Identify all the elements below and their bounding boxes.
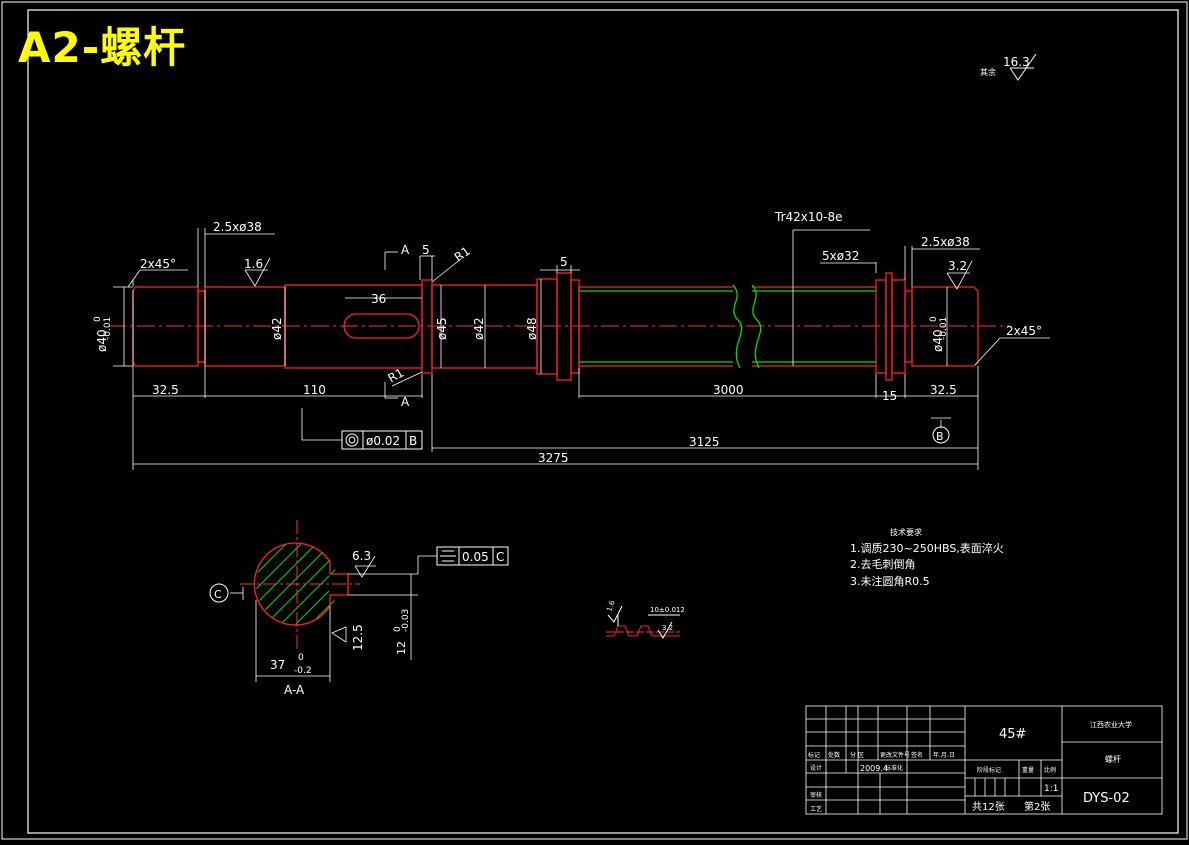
title-block-text: 45# 江西农业大学 螺杆 DYS-02 标记 处数 分 区 更改文件号 签名 …	[808, 720, 1132, 813]
symmetry-icon	[440, 550, 456, 562]
datum-b: B	[932, 426, 950, 444]
tech-heading: 技术要求	[890, 527, 922, 537]
dim-dia-40-left: ø40	[95, 329, 109, 352]
thread-seg	[578, 286, 876, 367]
dim-tol-lower-right: -0.01	[939, 317, 949, 340]
section-depth-upper: 0	[298, 653, 304, 663]
dim-len-3275: 3275	[538, 451, 569, 465]
tb-sheets-total: 共12张	[972, 801, 1005, 813]
global-roughness: 其余 16.3	[980, 53, 1037, 81]
tb-sign-year: 2009.4	[860, 764, 888, 773]
tb-drawing-no: DYS-02	[1083, 791, 1130, 806]
thread-detail: 1.6 10±0.012 3.2	[605, 599, 685, 639]
dim-groove-mid: 5xø32	[822, 249, 859, 263]
dim-len-15: 15	[882, 389, 897, 403]
global-roughness-value: 16.3	[1003, 55, 1030, 69]
dim-dia-42a: ø42	[270, 317, 284, 340]
sym-value: 0.05	[462, 550, 489, 564]
detail-roughness-2: 3.2	[662, 624, 673, 632]
dim-width-5a: 5	[422, 243, 430, 257]
cut-label-a-bottom: A	[401, 395, 410, 409]
dim-dia-40-right: ø40	[931, 329, 945, 352]
tb-label-zone: 分 区	[850, 751, 864, 759]
tech-item-1: 1.调质230~250HBS,表面淬火	[850, 541, 1004, 555]
title-block-grid	[805, 705, 1163, 815]
tb-material: 45#	[999, 727, 1026, 742]
detail-dim: 10±0.012	[650, 606, 685, 614]
dim-len-32-5-left: 32.5	[152, 383, 179, 397]
roughness-symbol	[1009, 53, 1037, 81]
section-a-a: 6.3 12.5 12 0 -0.03 37 0 -0.2 A-A C 0.05…	[209, 520, 509, 697]
dim-tol-lower-left: -0.01	[103, 317, 113, 340]
datum-b-label: B	[936, 430, 944, 443]
tb-sheet-no: 第2张	[1024, 800, 1050, 813]
tb-label-mark: 标记	[808, 751, 820, 759]
section-outline	[253, 542, 349, 626]
dim-radius-1: R1	[452, 244, 473, 265]
tech-item-3: 3.未注圆角R0.5	[850, 574, 930, 588]
dim-dia-45: ø45	[435, 317, 449, 340]
dim-keyway-len: 36	[371, 292, 386, 306]
dim-width-5b: 5	[560, 255, 568, 269]
dim-radius-2: R1	[386, 365, 407, 385]
roughness-shaft-2: 3.2	[948, 259, 967, 273]
dim-tol-upper-left: 0	[93, 316, 103, 322]
dim-groove-left: 2.5xø38	[213, 220, 262, 234]
dim-dia-42b: ø42	[472, 317, 486, 340]
thread-spec: Tr42x10-8e	[774, 210, 843, 224]
dim-len-3000: 3000	[713, 383, 744, 397]
roughness-section-1: 6.3	[352, 549, 371, 563]
tb-label-sign: 签名	[911, 751, 923, 759]
dim-len-32-5-right: 32.5	[930, 383, 957, 397]
tb-label-file: 更改文件号	[880, 751, 910, 759]
sym-datum: C	[496, 550, 504, 564]
tb-part-name: 螺杆	[1105, 754, 1121, 764]
tb-label-count: 处数	[828, 751, 840, 759]
roughness-shaft-1: 1.6	[244, 257, 263, 271]
tb-scale: 1:1	[1044, 784, 1058, 794]
section-label: A-A	[284, 683, 305, 697]
tb-school: 江西农业大学	[1090, 720, 1132, 729]
section-depth-lower: -0.2	[294, 666, 312, 676]
cut-label-a-top: A	[401, 243, 410, 257]
keyway	[343, 313, 420, 339]
datum-c-label: C	[214, 588, 222, 601]
tech-item-2: 2.去毛刺倒角	[850, 558, 916, 571]
dim-chamfer-left: 2x45°	[140, 257, 176, 271]
tb-label-std: 标准化	[885, 764, 903, 772]
tb-label-scale: 比例	[1044, 766, 1056, 774]
coax-value: ø0.02	[366, 434, 400, 448]
section-width: 12	[395, 641, 408, 655]
section-width-lower: -0.03	[401, 609, 411, 632]
shaft-dimension-text: 2.5xø38 2x45° 1.6 A 5 R1 36 5 Tr42x10-8e…	[93, 210, 1042, 465]
tb-label-design: 设计	[810, 764, 822, 772]
dim-tol-upper-right: 0	[929, 316, 939, 322]
coax-datum: B	[409, 434, 417, 448]
dim-chamfer-right: 2x45°	[1006, 324, 1042, 338]
section-depth: 37	[270, 658, 285, 672]
coaxiality-icon	[345, 433, 359, 447]
tech-requirements: 技术要求 1.调质230~250HBS,表面淬火 2.去毛刺倒角 3.未注圆角R…	[850, 527, 1004, 588]
section-width-upper: 0	[393, 626, 403, 632]
sheet-title: A2-螺杆	[18, 23, 187, 72]
tb-label-process: 工艺	[810, 805, 822, 813]
coaxiality-frame: ø0.02 B	[341, 430, 423, 450]
tb-label-stage: 阶段标记	[977, 766, 1001, 774]
inner-border	[27, 9, 1179, 834]
dim-groove-right: 2.5xø38	[921, 235, 970, 249]
roughness-section-2: 12.5	[351, 624, 365, 651]
dim-dia-48: ø48	[525, 317, 539, 340]
dim-len-3125: 3125	[689, 435, 720, 449]
detail-roughness-1: 1.6	[605, 599, 617, 613]
thread-minor	[579, 284, 876, 369]
tb-label-weight: 重量	[1022, 766, 1034, 774]
global-roughness-label: 其余	[980, 67, 996, 77]
tb-label-review: 审核	[810, 791, 822, 799]
dim-len-110: 110	[303, 383, 326, 397]
tb-label-date: 年.月.日	[933, 751, 955, 759]
dimension-lines	[113, 228, 1050, 470]
